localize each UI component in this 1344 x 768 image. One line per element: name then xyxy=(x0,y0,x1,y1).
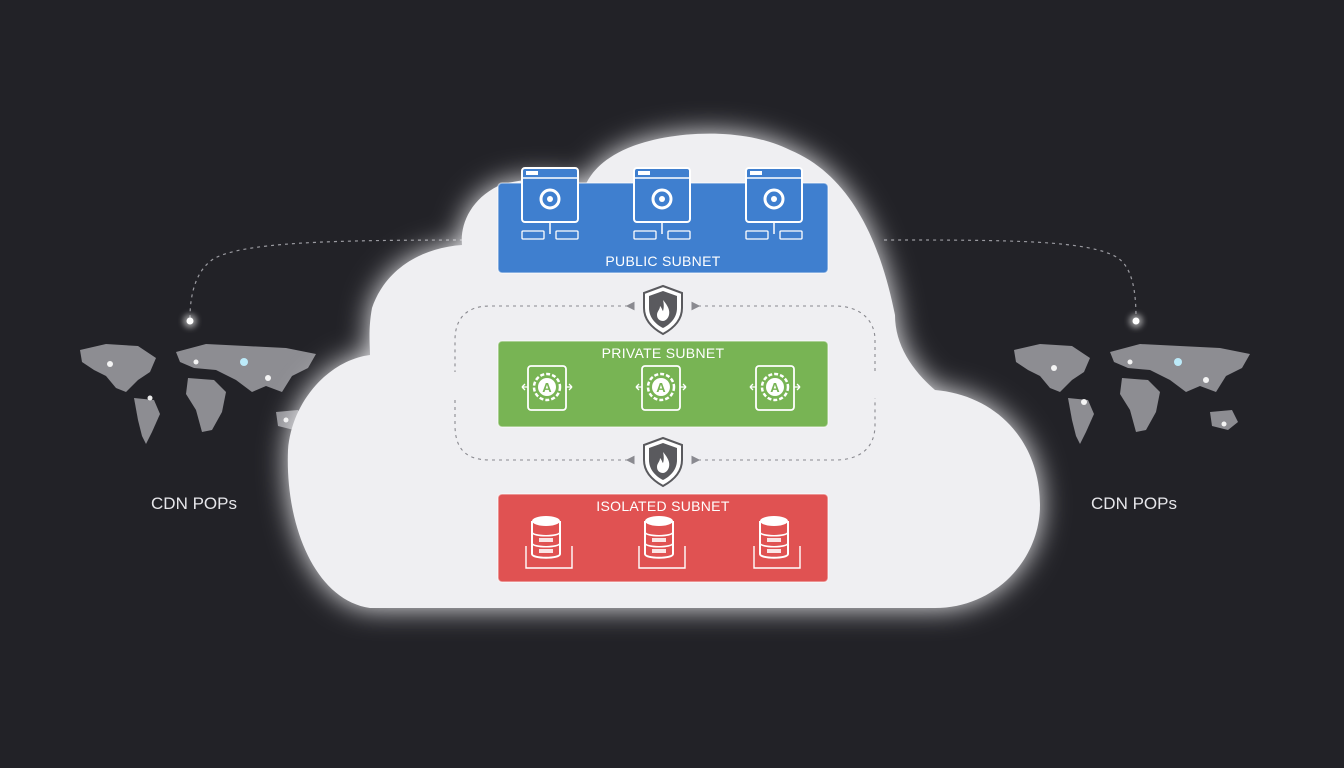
traffic-loop-lower-right xyxy=(691,398,876,465)
app-server-icon: A xyxy=(521,365,573,411)
map-australia xyxy=(1210,410,1238,430)
cdn-endpoint-left xyxy=(183,314,197,328)
cdn-link-right xyxy=(883,239,1137,319)
map-europe-asia xyxy=(1110,344,1250,392)
web-server-icon xyxy=(745,167,803,240)
firewall-shield-icon xyxy=(643,436,683,488)
private-subnet: PRIVATE SUBNET A A A xyxy=(497,340,829,428)
cdn-endpoint-right xyxy=(1129,314,1143,328)
private-subnet-label: PRIVATE SUBNET xyxy=(602,345,725,361)
cdn-pops-label-right: CDN POPs xyxy=(1091,494,1177,513)
map-africa xyxy=(186,378,226,432)
cdn-pops-label-left: CDN POPs xyxy=(151,494,237,513)
web-server-icon xyxy=(633,167,691,240)
app-server-icon: A xyxy=(635,365,687,411)
map-south-america xyxy=(134,398,160,444)
map-north-america xyxy=(80,344,156,392)
cdn-link-left xyxy=(189,239,499,319)
svg-text:A: A xyxy=(656,380,666,395)
database-icon xyxy=(525,516,573,569)
database-icon xyxy=(638,516,686,569)
world-map-icon xyxy=(1014,344,1250,444)
traffic-loop-upper-right xyxy=(691,301,876,372)
firewall-shield-icon xyxy=(643,284,683,336)
isolated-subnet-label: ISOLATED SUBNET xyxy=(596,498,730,514)
database-icon xyxy=(753,516,801,569)
public-subnet: PUBLIC SUBNET xyxy=(497,167,829,274)
isolated-subnet: ISOLATED SUBNET xyxy=(497,493,829,583)
world-map-icon xyxy=(80,344,316,444)
map-africa xyxy=(1120,378,1160,432)
map-south-america xyxy=(1068,398,1094,444)
map-europe-asia xyxy=(176,344,316,392)
web-server-icon xyxy=(521,167,579,240)
public-subnet-label: PUBLIC SUBNET xyxy=(605,253,720,269)
app-server-icon: A xyxy=(749,365,801,411)
svg-text:A: A xyxy=(770,380,780,395)
svg-text:A: A xyxy=(542,380,552,395)
